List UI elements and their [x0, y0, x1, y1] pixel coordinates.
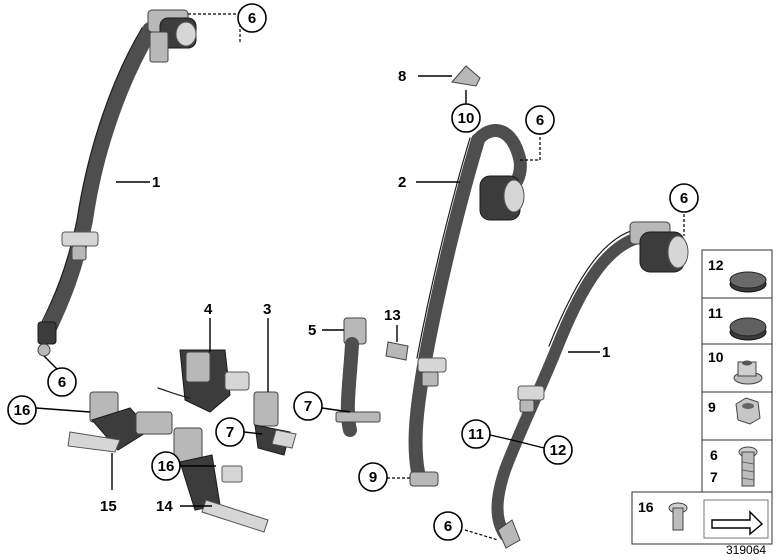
- callout-12: 12: [543, 435, 573, 465]
- svg-text:6: 6: [536, 112, 544, 129]
- svg-text:6: 6: [444, 518, 452, 535]
- callout-16-center: 16: [151, 451, 181, 481]
- svg-text:6: 6: [680, 190, 688, 207]
- diagram-number: 319064: [726, 543, 766, 557]
- callout-16-left: 16: [7, 395, 37, 425]
- tongue-13: [385, 341, 409, 361]
- callout-4: 4: [204, 301, 213, 318]
- rear-seat-belt-left: [37, 9, 197, 357]
- legend-label-7: 7: [710, 469, 718, 485]
- callout-1-right: 1: [602, 344, 610, 361]
- callout-6-center: 6: [525, 105, 555, 135]
- bolt-6-7-icon: [738, 446, 758, 487]
- callout-6-right: 6: [669, 183, 699, 213]
- callouts: 1 2 3 4 5 8 13 1 14 15 6 6 6 6 6: [7, 3, 699, 541]
- svg-text:6: 6: [58, 374, 66, 391]
- svg-text:7: 7: [304, 398, 312, 415]
- svg-text:6: 6: [248, 10, 256, 27]
- plug-12-icon: [729, 271, 767, 293]
- svg-text:10: 10: [458, 110, 475, 127]
- callout-7-left: 7: [215, 417, 245, 447]
- callout-13: 13: [384, 307, 401, 324]
- leader-lines: [35, 13, 685, 541]
- callout-1-left: 1: [152, 174, 160, 191]
- callout-6-top-left: 6: [237, 3, 267, 33]
- legend-label-11: 11: [708, 305, 723, 321]
- rear-seat-belt-right: [491, 221, 689, 549]
- screw-16-icon: [668, 502, 688, 531]
- hex-nut-9-icon: [735, 397, 761, 425]
- legend-label-6: 6: [710, 447, 718, 463]
- flange-nut-10-icon: [733, 360, 763, 385]
- buckle-15-assembly: [67, 391, 173, 453]
- callout-5: 5: [308, 322, 316, 339]
- callout-15: 15: [100, 498, 117, 515]
- callout-3: 3: [263, 301, 271, 318]
- callout-2: 2: [398, 174, 406, 191]
- legend-label-10: 10: [708, 349, 724, 365]
- callout-9: 9: [358, 462, 388, 492]
- legend-label-12: 12: [708, 257, 724, 273]
- cap-8: [451, 65, 481, 87]
- belt-5-assembly: [335, 317, 381, 437]
- callout-11: 11: [461, 419, 491, 449]
- svg-text:12: 12: [550, 442, 567, 459]
- callout-7-center: 7: [293, 391, 323, 421]
- svg-text:9: 9: [369, 469, 377, 486]
- callout-10: 10: [451, 103, 481, 133]
- buckle-3-assembly: [253, 391, 297, 456]
- svg-text:16: 16: [14, 402, 31, 419]
- legend-label-16: 16: [638, 499, 654, 515]
- buckle-4-assembly: [157, 349, 250, 413]
- svg-text:16: 16: [158, 458, 175, 475]
- hardware-legend: 12 11 10 9 6 7: [631, 249, 773, 545]
- callout-6-bottom: 6: [433, 511, 463, 541]
- forward-arrow-icon: [703, 499, 769, 539]
- rear-seat-belt-center: [408, 124, 527, 487]
- callout-14: 14: [156, 498, 173, 515]
- svg-text:7: 7: [226, 424, 234, 441]
- callout-6-bottom-left: 6: [47, 367, 77, 397]
- plug-11-icon: [729, 317, 767, 341]
- callout-8: 8: [398, 68, 406, 85]
- svg-text:11: 11: [468, 426, 484, 443]
- buckle-14-assembly: [173, 427, 269, 533]
- legend-label-9: 9: [708, 399, 716, 415]
